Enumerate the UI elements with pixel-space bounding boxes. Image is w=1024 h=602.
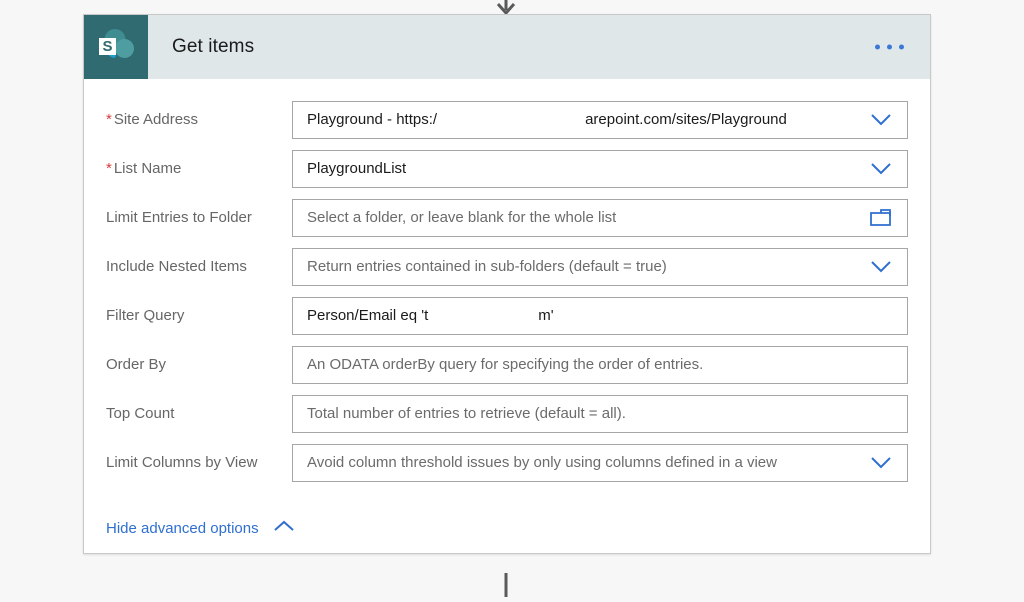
field-label-text: List Name	[113, 160, 182, 177]
field-row-filter-query: Filter Query Person/Email eq 't_m'	[106, 291, 908, 340]
connector-line-icon	[504, 573, 508, 597]
chevron-down-icon[interactable]	[855, 249, 907, 285]
field-row-order-by: Order By An ODATA orderBy query for spec…	[106, 340, 908, 389]
site-address-input[interactable]: Playground - https:/arepoint.com/sites/P…	[292, 100, 908, 139]
top-count-input[interactable]: Total number of entries to retrieve (def…	[292, 394, 908, 433]
arrow-down-icon	[496, 0, 516, 16]
card-header[interactable]: S Get items	[84, 15, 930, 79]
field-label-order-by: Order By	[106, 356, 167, 373]
chevron-down-icon[interactable]	[855, 445, 907, 481]
required-asterisk: *	[106, 111, 112, 128]
field-row-list-name: *List Name PlaygroundList	[106, 144, 908, 193]
field-label-text: Site Address	[113, 111, 199, 128]
field-label-site-address: *Site Address	[106, 111, 292, 128]
list-name-input[interactable]: PlaygroundList	[292, 149, 908, 188]
field-label-top-count: Top Count	[106, 405, 175, 422]
ellipsis-dot	[899, 44, 904, 50]
action-card-get-items[interactable]: S Get items *Site Address Playground - h…	[83, 14, 931, 554]
filter-query-value: Person/Email eq 't_m'	[293, 307, 554, 324]
hide-advanced-options-link[interactable]: Hide advanced options	[106, 519, 295, 537]
svg-text:S: S	[102, 38, 112, 55]
ellipsis-icon[interactable]	[871, 37, 908, 58]
redaction-artifact: _	[452, 312, 461, 324]
limit-entries-to-folder-input[interactable]: Select a folder, or leave blank for the …	[292, 198, 908, 237]
field-label-filter-query: Filter Query	[106, 307, 185, 324]
field-label-limit-entries-to-folder: Limit Entries to Folder	[106, 209, 252, 226]
order-by-input[interactable]: An ODATA orderBy query for specifying th…	[292, 345, 908, 384]
chevron-up-icon	[273, 519, 295, 537]
field-row-site-address: *Site Address Playground - https:/arepoi…	[106, 95, 908, 144]
site-address-value: Playground - https:/arepoint.com/sites/P…	[307, 111, 787, 128]
order-by-placeholder: An ODATA orderBy query for specifying th…	[307, 356, 704, 373]
include-nested-items-select[interactable]: Return entries contained in sub-folders …	[292, 247, 908, 286]
limit-columns-by-view-placeholder: Avoid column threshold issues by only us…	[307, 454, 777, 471]
chevron-down-icon[interactable]	[855, 102, 907, 138]
card-title: Get items	[172, 36, 255, 57]
list-name-value: PlaygroundList	[307, 160, 407, 177]
field-row-limit-columns-by-view: Limit Columns by View Avoid column thres…	[106, 438, 908, 487]
filter-query-input[interactable]: Person/Email eq 't_m'	[292, 296, 908, 335]
field-label-list-name: *List Name	[106, 160, 292, 177]
hide-advanced-options-label: Hide advanced options	[106, 519, 259, 537]
field-row-top-count: Top Count Total number of entries to ret…	[106, 389, 908, 438]
sharepoint-icon: S	[84, 15, 148, 79]
limit-entries-to-folder-placeholder: Select a folder, or leave blank for the …	[307, 209, 617, 226]
chevron-down-icon[interactable]	[855, 151, 907, 187]
field-label-include-nested-items: Include Nested Items	[106, 258, 247, 275]
card-body: *Site Address Playground - https:/arepoi…	[84, 79, 930, 497]
folder-picker-icon[interactable]	[855, 200, 907, 236]
ellipsis-dot	[875, 44, 880, 50]
field-label-limit-columns-by-view: Limit Columns by View	[106, 454, 258, 471]
flow-connector-top	[0, 0, 1024, 16]
required-asterisk: *	[106, 160, 112, 177]
field-row-limit-entries-to-folder: Limit Entries to Folder Select a folder,…	[106, 193, 908, 242]
flow-connector-bottom	[0, 573, 1024, 597]
field-row-include-nested-items: Include Nested Items Return entries cont…	[106, 242, 908, 291]
top-count-placeholder: Total number of entries to retrieve (def…	[307, 405, 626, 422]
include-nested-items-placeholder: Return entries contained in sub-folders …	[307, 258, 667, 275]
ellipsis-dot	[887, 44, 892, 50]
limit-columns-by-view-select[interactable]: Avoid column threshold issues by only us…	[292, 443, 908, 482]
